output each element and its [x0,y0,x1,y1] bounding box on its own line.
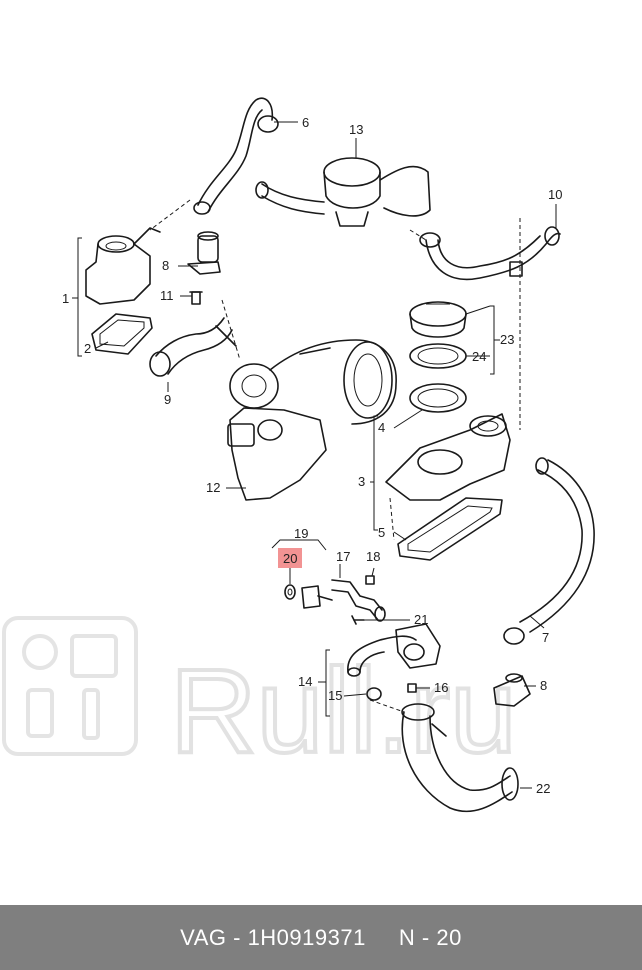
gasket-part-5 [397,497,503,561]
seal-part-4 [409,383,467,413]
callout-11: 11 [160,288,174,303]
sensor-part-8-bottom [493,673,531,707]
hose-part-9 [149,317,237,377]
callouts: 1 2 3 4 5 6 7 8 8 9 10 11 12 13 14 15 16… [62,115,562,796]
seal-part-24 [409,343,467,369]
bolt-part-18 [365,575,375,585]
turbocharger-part-12 [227,339,397,501]
hose-part-6 [193,97,279,215]
highlight-box [278,548,302,568]
callout-22: 22 [536,781,550,796]
parts-diagram: Rull.ru [2,97,595,813]
callout-16: 16 [434,680,448,695]
washer-part-20 [284,584,296,600]
gasket-part-2 [91,313,153,355]
pipe-part-17 [331,579,386,622]
callout-7: 7 [542,630,549,645]
callout-8-top: 8 [162,258,169,273]
callout-2: 2 [84,341,91,356]
connector-dashes [149,199,521,713]
hose-part-10 [419,226,561,281]
callout-3: 3 [358,474,365,489]
intake-duct-part-22 [401,703,519,813]
footer-position-label: N - 20 [398,924,462,950]
callout-15: 15 [328,688,342,703]
assembly-part-14 [347,623,441,677]
callout-9: 9 [164,392,171,407]
footer-part-number: 1H0919371 [247,924,366,950]
callout-20: 20 [283,551,297,566]
hose-part-7 [503,457,595,645]
callout-23: 23 [500,332,514,347]
callout-8-bottom: 8 [540,678,547,693]
sensor-part-8-top [187,231,221,275]
callout-18: 18 [366,549,380,564]
callout-14: 14 [298,674,312,689]
bolt-part-11 [189,291,203,305]
housing-part-3 [385,413,511,501]
module-part-1 [85,227,161,305]
callout-13: 13 [349,122,363,137]
callout-4: 4 [378,420,385,435]
watermark: Rull.ru [2,616,519,780]
clip-part-15 [366,687,382,701]
leader-lines [72,121,557,789]
fitting-part-19 [301,585,333,609]
watermark-text: Rull.ru [170,644,517,778]
callout-6: 6 [302,115,309,130]
callout-17: 17 [336,549,350,564]
footer-brand: VAG [180,924,227,950]
callout-5: 5 [378,525,385,540]
bolt-part-21 [351,615,365,625]
cap-part-23 [409,301,467,338]
footer-separator: - [226,924,248,950]
callout-24: 24 [472,349,486,364]
callout-10: 10 [548,187,562,202]
part-number-footer: VAG - 1H0919371 N - 20 [0,905,642,970]
callout-12: 12 [206,480,220,495]
air-pipe-part-13 [255,157,431,227]
callout-1: 1 [62,291,69,306]
bolt-part-16 [407,683,417,693]
callout-19: 19 [294,526,308,541]
callout-21: 21 [414,612,428,627]
